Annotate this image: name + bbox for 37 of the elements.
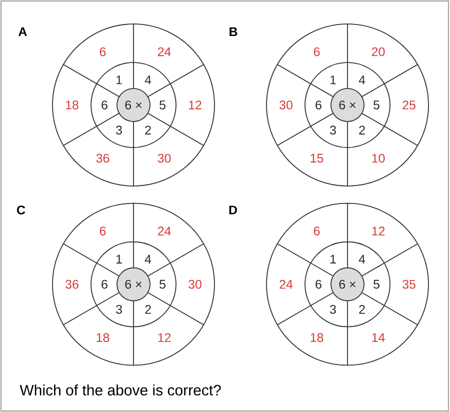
inner-sector: 4 [347,241,385,276]
outer-sector: 35 [384,243,429,326]
outer-sector: 36 [52,243,98,326]
outer-sector: 30 [170,243,215,326]
inner-sector: 5 [147,83,176,127]
outer-sector: 25 [384,64,429,146]
inner-sector: 1 [310,241,348,276]
question-text: Which of the above is correct? [20,384,221,396]
inner-sector: 1 [96,62,134,98]
inner-sector: 1 [310,62,348,98]
inner-sector: 6 [304,83,334,127]
inner-sector: 2 [347,112,385,148]
panel-letter: D [229,206,237,214]
panel-letter: B [230,27,238,36]
inner-sector: 4 [347,62,385,98]
inner-sector: 4 [133,62,171,98]
inner-sector: 2 [347,292,385,328]
panel-letter: A [18,27,27,36]
outer-sector: 18 [52,64,98,146]
inner-sector: 6 [90,83,120,127]
inner-sector: 6 [90,262,120,306]
inner-sector: 2 [133,292,171,328]
panel-letter: C [17,206,26,214]
inner-sector: 3 [310,292,348,328]
inner-sector: 5 [147,262,176,306]
inner-sector: 6 [304,262,334,306]
outer-sector: 12 [170,64,215,146]
inner-sector: 3 [96,112,134,148]
inner-sector: 5 [361,83,390,127]
inner-sector: 1 [96,241,134,276]
inner-sector: 3 [310,112,348,148]
outer-sector: 30 [266,64,312,146]
inner-sector: 2 [133,112,171,148]
inner-sector: 3 [96,292,134,328]
inner-sector: 4 [133,241,171,276]
outer-sector: 24 [266,243,312,326]
inner-sector: 5 [361,262,390,306]
